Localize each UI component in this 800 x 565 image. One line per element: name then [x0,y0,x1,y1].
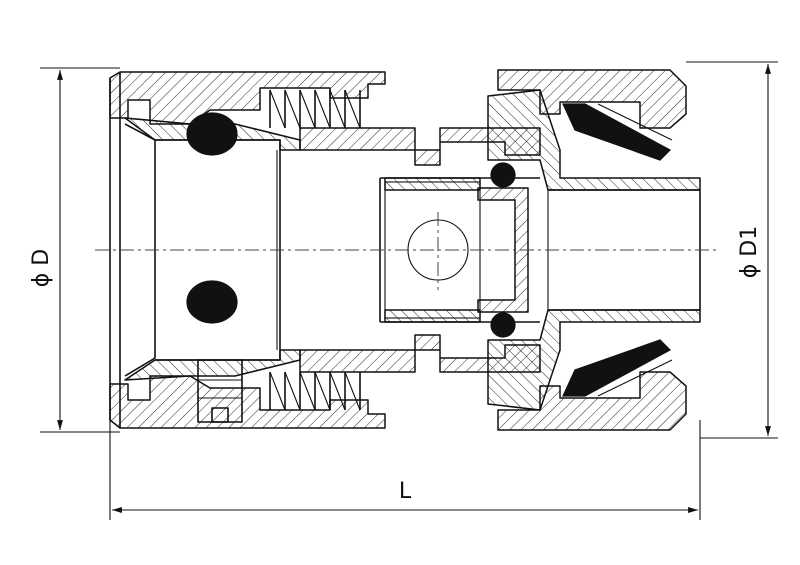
o-ring-top-left [186,112,238,156]
center-tube [299,127,541,373]
left-sleeve-bottom [124,349,301,381]
dimension-d-label: ϕ D [29,249,54,287]
collet-wedge-bottom [562,339,671,397]
collet-wedge-top [562,103,671,161]
o-ring-top-center [490,162,516,188]
plunger-wall-top [384,177,481,191]
dimension-l-label: L [399,479,412,504]
dimension-d1-label: ϕ D1 [737,226,762,278]
dimension-d: ϕ D [29,67,120,433]
valve-seat [477,187,529,313]
left-housing-top [109,71,386,125]
right-nut [487,69,701,431]
spring-bottom [269,371,361,411]
left-housing-bottom [109,375,386,429]
right-body-bottom [487,309,701,411]
dimension-d1: ϕ D1 [686,61,778,439]
o-ring-bottom-center [490,312,516,338]
spring-top [269,89,361,129]
plunger-wall-bottom [384,309,481,323]
set-screw [197,359,243,423]
o-ring-bottom-left [186,280,238,324]
right-body-top [487,89,701,191]
dimension-l: L [109,420,701,520]
